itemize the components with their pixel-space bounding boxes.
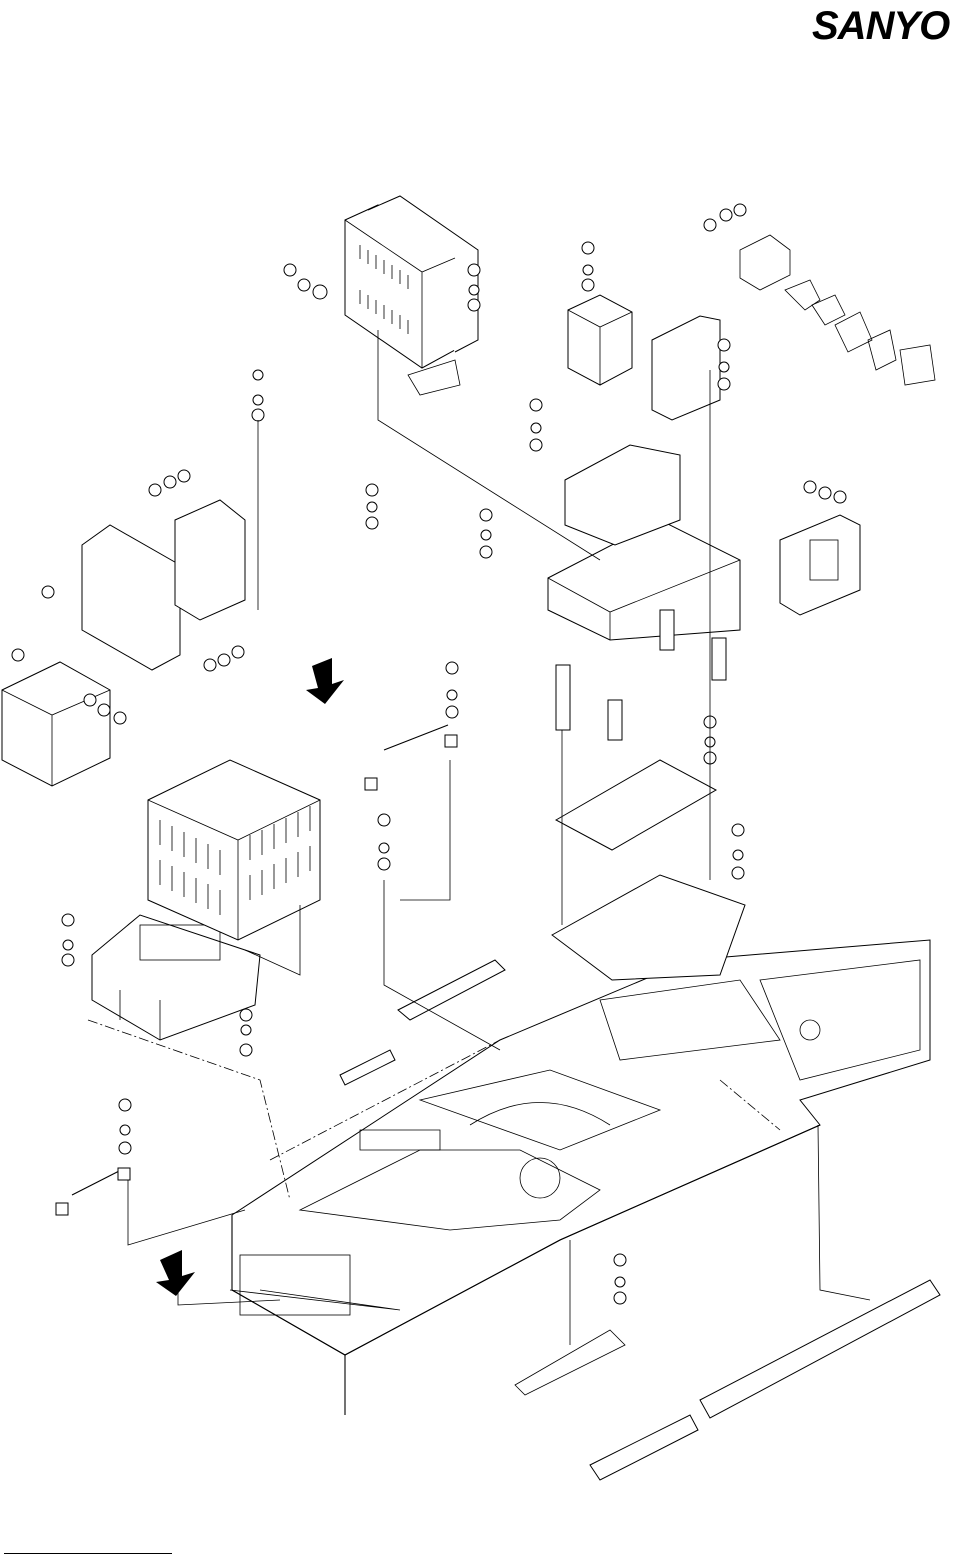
left-shield-bracket (82, 500, 245, 670)
vented-heatsink-unit (148, 760, 320, 940)
component-mount-plate (652, 235, 935, 420)
pcb-boards (552, 760, 745, 980)
center-mount-chassis (548, 445, 740, 640)
direction-arrow-lower (156, 1250, 195, 1296)
controller-unit (780, 515, 860, 615)
direction-arrow-upper (306, 658, 344, 704)
left-cover-box (2, 662, 110, 786)
transformer (568, 295, 632, 385)
power-supply-units (345, 196, 478, 395)
